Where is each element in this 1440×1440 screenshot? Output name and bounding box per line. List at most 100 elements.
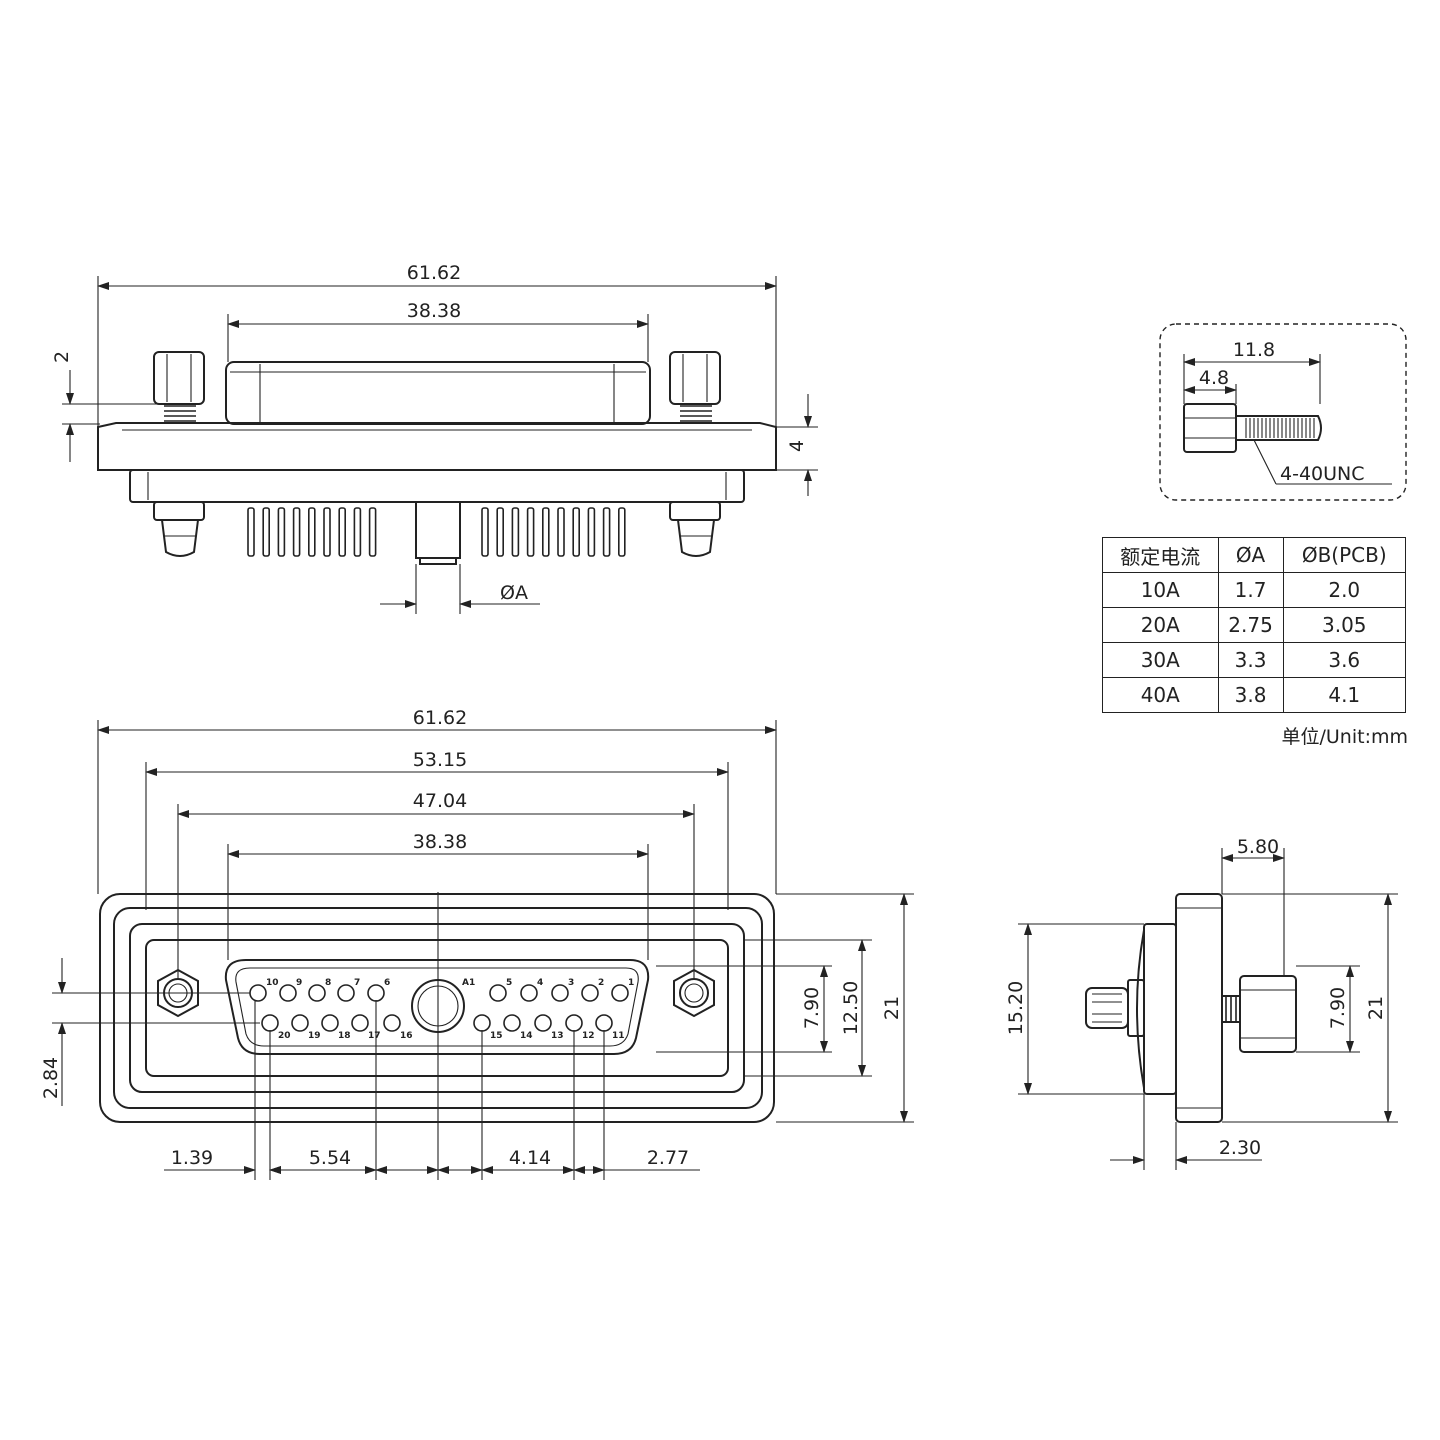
pin-label: 11 [612,1031,625,1041]
top-pin [587,507,596,557]
spec-cell: 4.1 [1282,677,1407,713]
top-pin [277,507,286,557]
top-dim-screw-gap: 2 [51,351,73,363]
top-view-pins [247,507,626,557]
spec-cell: 3.05 [1282,607,1407,643]
top-pin [338,507,347,557]
top-pin [572,507,581,557]
front-dim-shell-width: 38.38 [413,831,467,853]
screw-thread-label: 4-40UNC [1280,463,1365,485]
front-dim-pitch-c: 4.14 [509,1147,551,1169]
spec-row: 30A 3.3 3.6 [1102,642,1407,678]
unit-note: 单位/Unit:mm [1281,726,1409,748]
front-pin-top: 2 [581,978,604,1002]
pin-label: 13 [551,1031,564,1041]
front-pin-top: 7 [337,978,360,1002]
top-pin [511,507,520,557]
front-dim-width-2: 53.15 [413,749,467,771]
pin-label: 3 [568,978,574,988]
spec-cell: 1.7 [1217,572,1284,608]
spec-header-cell: ØB(PCB) [1282,537,1407,573]
pin-label: 18 [338,1031,351,1041]
front-pin-top: 6 [367,978,390,1002]
pin-label: 4 [537,978,543,988]
spec-cell: 20A [1102,607,1219,643]
front-dim-pitch-d: 2.77 [647,1147,689,1169]
top-pin [557,507,565,557]
top-pin [541,507,550,557]
front-pin-top: 10 [249,978,279,1002]
front-pin-bottom: 14 [503,1014,533,1041]
pin-label: 19 [308,1031,321,1041]
front-dim-inner-height: 12.50 [840,981,862,1035]
top-pin [323,507,331,557]
front-dim-pin-row-offset: 2.84 [40,1057,62,1099]
side-dim-flange: 2.30 [1219,1137,1261,1159]
spec-header-cell: 额定电流 [1102,537,1219,573]
spec-cell: 3.3 [1217,642,1284,678]
current-spec-table: 额定电流 ØA ØB(PCB) 10A 1.7 2.0 20A 2.75 3.0… [1102,537,1407,713]
front-pin-bottom: 18 [321,1014,351,1041]
spec-header-cell: ØA [1217,537,1284,573]
top-dim-flange-thickness: 4 [786,440,808,452]
top-pin [353,507,362,557]
top-pin [481,507,489,557]
spec-row: 10A 1.7 2.0 [1102,572,1407,608]
front-pin-bottom: 17 [351,1014,381,1041]
pin-label: A1 [462,978,475,988]
top-pin [526,507,535,557]
pin-label: 6 [384,978,390,988]
front-dim-total-width: 61.62 [413,707,467,729]
front-pin-bottom: 16 [383,1014,413,1041]
spec-cell: 30A [1102,642,1219,678]
pin-label: 14 [520,1031,533,1041]
pin-label: 9 [296,978,302,988]
front-pin-top: 8 [308,978,331,1002]
side-dim-depth: 5.80 [1237,836,1279,858]
pin-label: 15 [490,1031,503,1041]
top-pin [368,507,377,557]
front-dim-row-spacing: 7.90 [801,987,823,1029]
top-pin [307,507,316,557]
pin-label: 10 [266,978,279,988]
top-dim-pin-diameter: ØA [500,582,528,604]
top-pin [292,507,301,557]
pin-label: 12 [582,1031,595,1041]
pin-label: 20 [278,1031,291,1041]
side-view: 5.80 15.20 7.90 21 2.30 [1005,836,1398,1170]
pin-label: 5 [506,978,512,988]
spec-cell: 3.8 [1217,677,1284,713]
side-dim-body-height: 15.20 [1005,981,1027,1035]
front-pin-bottom: 13 [534,1014,564,1041]
spec-row: 40A 3.8 4.1 [1102,677,1407,713]
spec-header-row: 额定电流 ØA ØB(PCB) [1102,537,1407,573]
pin-label: 16 [400,1031,413,1041]
top-pin [496,507,505,557]
top-dim-total-width: 61.62 [407,262,461,284]
front-pin-bottom: 19 [291,1014,321,1041]
spec-cell: 3.6 [1282,642,1407,678]
screw-detail: 11.8 4.8 4-40UNC [1159,323,1407,501]
front-pin-top: 9 [279,978,302,1002]
spec-cell: 40A [1102,677,1219,713]
spec-cell: 2.75 [1217,607,1284,643]
top-pin [602,507,611,557]
pin-label: 8 [325,978,331,988]
front-pin-top: 4 [520,978,543,1002]
spec-row: 20A 2.75 3.05 [1102,607,1407,643]
front-dim-pitch-a: 1.39 [171,1147,213,1169]
front-dim-pitch-b: 5.54 [309,1147,351,1169]
side-dim-row-spacing: 7.90 [1327,987,1349,1029]
screw-thread-lines [1245,418,1315,438]
top-pin [262,507,271,557]
front-pin-bottom: 20 [261,1014,291,1041]
front-pin-top: 5 [489,978,512,1002]
pin-label: 7 [354,978,360,988]
top-pin [617,507,626,557]
top-dim-shell-width: 38.38 [407,300,461,322]
front-pin-bottom: 11 [595,1014,625,1041]
front-dim-total-height: 21 [881,996,903,1020]
top-pin [247,507,255,557]
